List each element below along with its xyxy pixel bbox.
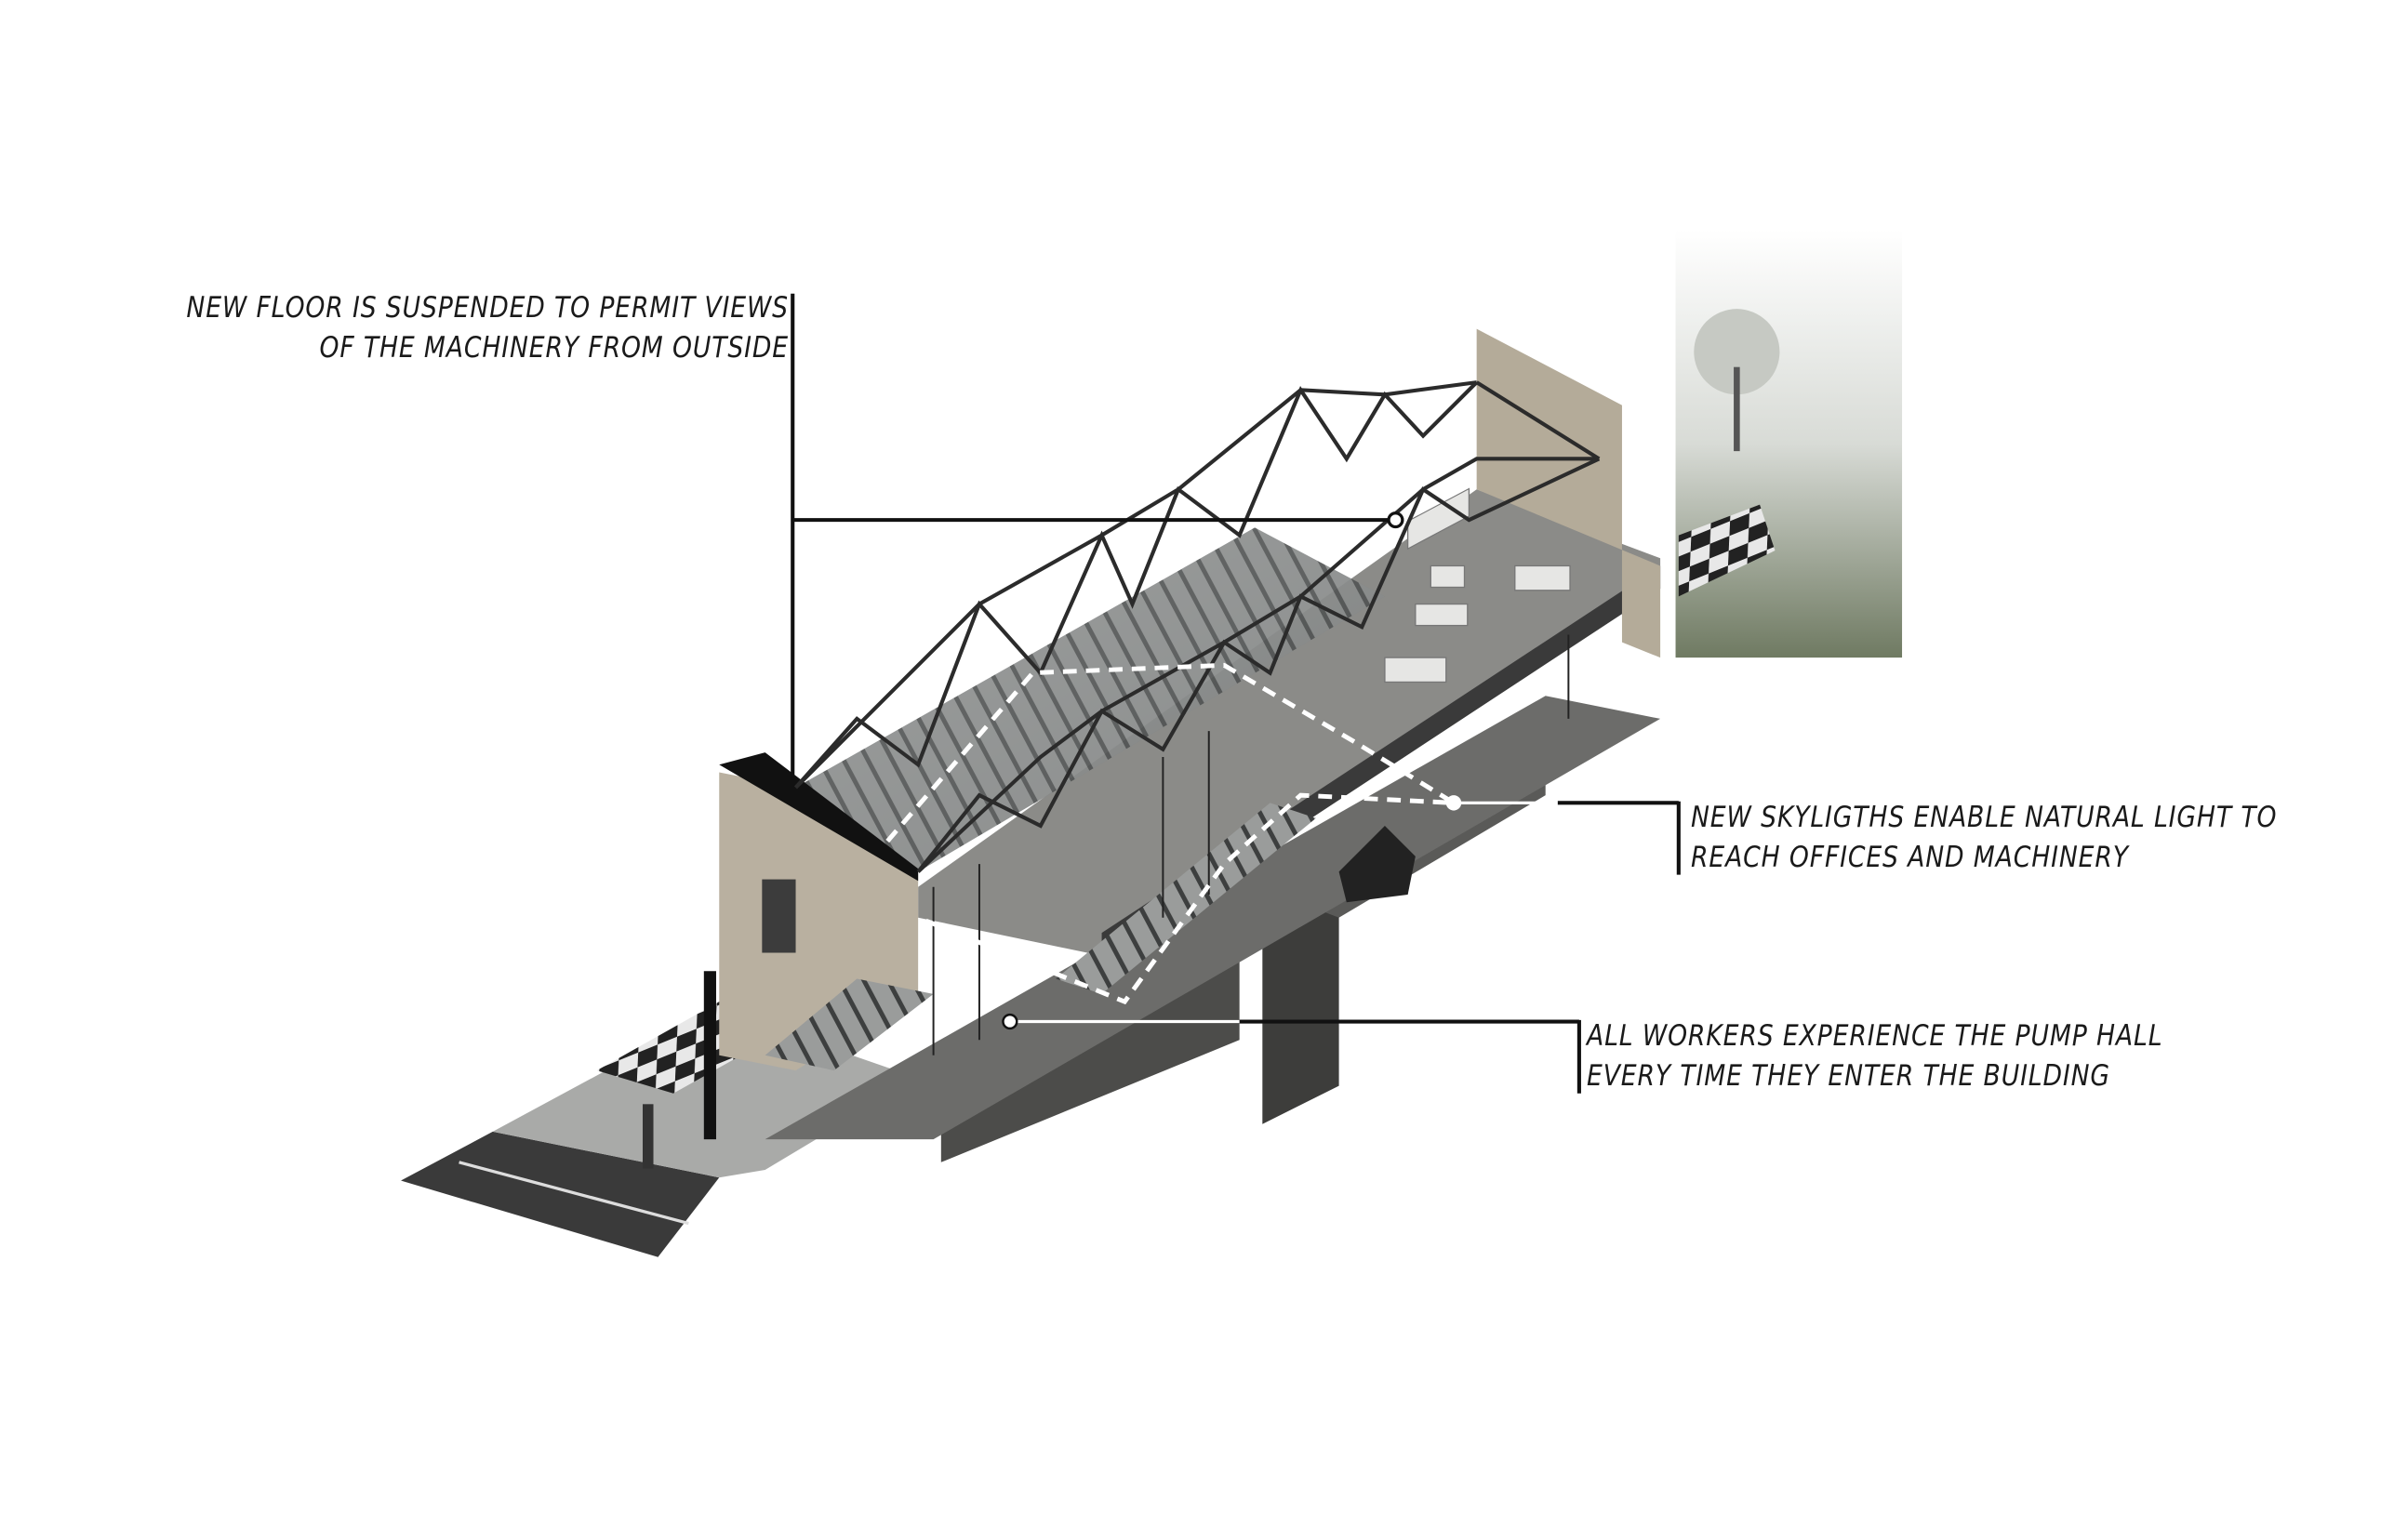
entrance-stair <box>765 978 934 1071</box>
callout-floor <box>791 293 1404 780</box>
road <box>401 1131 720 1257</box>
machinery <box>1338 826 1416 903</box>
glass-mullions <box>795 527 1385 872</box>
callout-marker <box>1002 1013 1018 1030</box>
annotation-suspended-floor: NEW FLOOR IS SUSPENDED TO PERMIT VIEWS O… <box>186 288 789 368</box>
road-marking <box>459 1161 689 1226</box>
fog-backdrop <box>1675 229 1903 658</box>
entrance-post <box>703 971 716 1140</box>
annotation-line: ALL WORKERS EXPERIENCE THE PUMP HALL <box>1587 1019 2163 1053</box>
tree-icon <box>1694 309 1780 395</box>
annotation-line: NEW FLOOR IS SUSPENDED TO PERMIT VIEWS <box>186 291 789 325</box>
annotation-pump-hall: ALL WORKERS EXPERIENCE THE PUMP HALL EVE… <box>1587 1016 2162 1096</box>
facade-window <box>762 879 796 953</box>
callout-marker <box>1387 511 1404 529</box>
annotation-line: NEW SKYLIGTHS ENABLE NATURAL LIGHT TO <box>1691 801 2278 834</box>
annotation-line: OF THE MACHINERY FROM OUTSIDE <box>319 331 789 365</box>
callout-pump-hall <box>1002 1013 1581 1094</box>
office-floor-slab <box>918 489 1661 956</box>
office-furniture <box>1384 487 1571 684</box>
roof-trusses <box>793 380 1601 873</box>
light-path-dashed <box>885 662 1456 1005</box>
column-screen <box>932 634 1570 1055</box>
tree-trunk <box>1734 366 1740 452</box>
landscape-vignette <box>1675 229 1903 658</box>
callout-marker <box>1445 795 1462 811</box>
internal-stair <box>1056 803 1316 994</box>
annotation-line: EVERY TIME THEY ENTER THE BUILDING <box>1587 1059 2110 1093</box>
annotation-skylights: NEW SKYLIGTHS ENABLE NATURAL LIGHT TO RE… <box>1691 798 2277 878</box>
callout-skylights <box>1445 795 1681 875</box>
front-facade-cap <box>719 752 919 882</box>
annotation-line: REACH OFFICES AND MACHINERY <box>1691 841 2129 874</box>
checker-path <box>1678 504 1776 597</box>
pedestrian <box>643 1104 654 1169</box>
ground-floor-slab <box>765 696 1661 1140</box>
